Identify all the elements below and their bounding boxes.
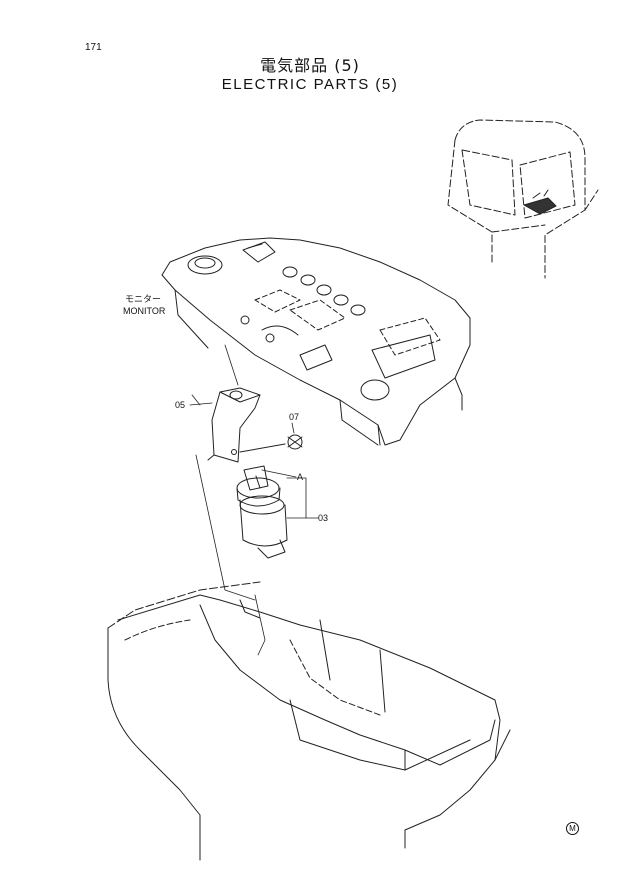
- part-label-05: 05: [175, 400, 186, 410]
- cab-overview: [447, 119, 599, 279]
- title-english: ELECTRIC PARTS (5): [221, 76, 399, 93]
- page-number: 171: [85, 42, 102, 53]
- monitor-knob: [360, 379, 390, 401]
- monitor-switch-row: [282, 266, 366, 316]
- part-label-a: A: [297, 472, 304, 482]
- monitor-gauge: [187, 255, 223, 275]
- key-switch-03: [236, 477, 288, 559]
- bracket-05: [207, 387, 261, 463]
- bolt-07: [239, 434, 303, 453]
- console-frame: [107, 581, 511, 861]
- title-japanese: 電気部品 (5): [260, 56, 360, 75]
- monitor-panel: [161, 237, 471, 446]
- part-label-03: 03: [318, 513, 329, 523]
- cab-switch-detail: [523, 189, 557, 215]
- monitor-connector: [242, 241, 276, 263]
- corner-mark: M: [566, 822, 579, 835]
- leader-lines: [189, 344, 319, 656]
- monitor-label-en: MONITOR: [123, 306, 166, 316]
- monitor-label-jp: モニター: [125, 295, 162, 305]
- part-label-07: 07: [289, 412, 300, 422]
